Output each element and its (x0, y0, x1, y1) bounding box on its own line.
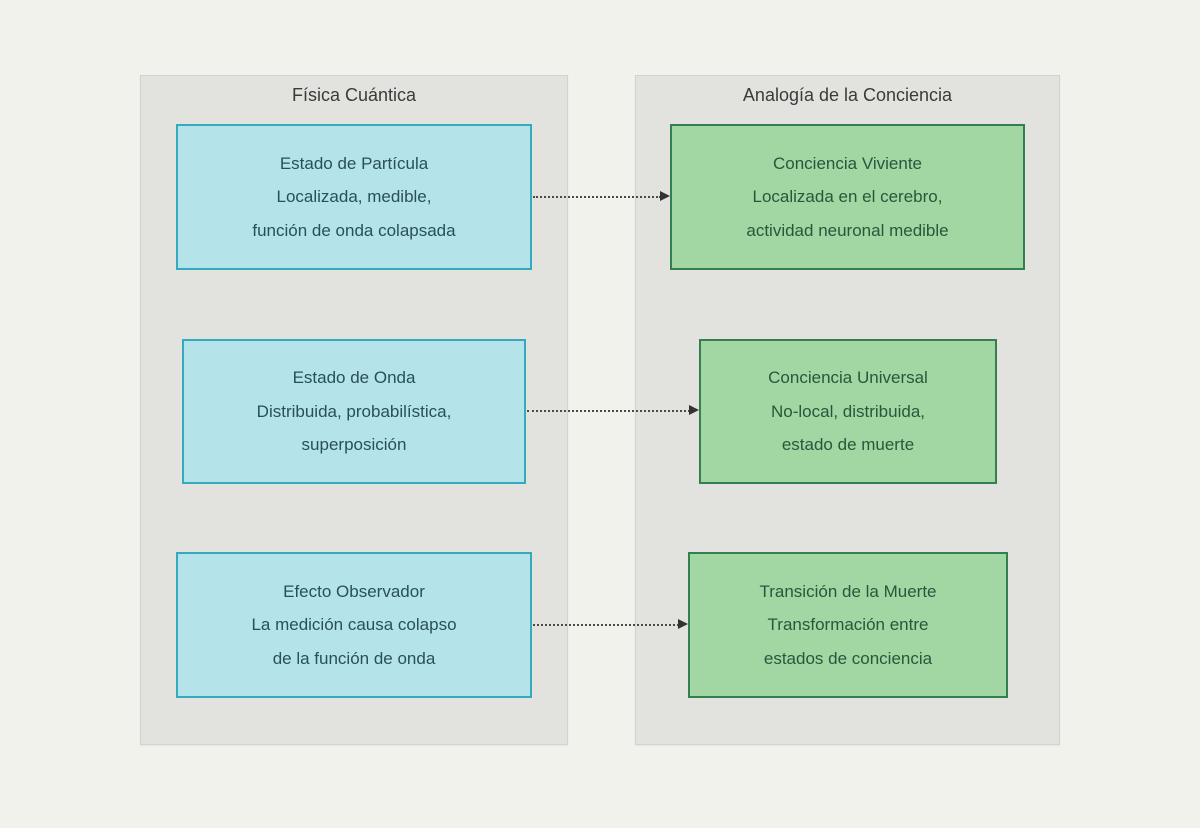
node-estado-de-onda: Estado de Onda Distribuida, probabilísti… (182, 339, 526, 484)
arrowhead-icon (660, 191, 670, 201)
node-line: Estado de Partícula (279, 153, 429, 173)
node-line: Transición de la Muerte (759, 581, 937, 601)
node-line: actividad neuronal medible (746, 220, 949, 240)
node-efecto-observador: Efecto Observador La medición causa cola… (176, 552, 532, 698)
group-title-fisica-cuantica: Física Cuántica (291, 85, 417, 105)
node-line: Localizada en el cerebro, (752, 187, 943, 207)
node-line: La medición causa colapso (251, 615, 457, 635)
node-conciencia-viviente: Conciencia Viviente Localizada en el cer… (670, 124, 1025, 270)
group-title-analogia-conciencia: Analogía de la Conciencia (742, 85, 953, 105)
node-line: Transformación entre (767, 615, 929, 635)
arrowhead-icon (678, 619, 688, 629)
node-estado-de-particula: Estado de Partícula Localizada, medible,… (176, 124, 532, 270)
node-line: Conciencia Universal (768, 368, 928, 388)
node-line: función de onda colapsada (252, 220, 456, 240)
arrow-dotted-line (533, 624, 679, 626)
node-line: Distribuida, probabilística, (256, 401, 452, 421)
node-line: de la función de onda (272, 648, 436, 668)
node-line: Estado de Onda (292, 368, 416, 388)
arrow-dotted-line (533, 196, 661, 198)
node-line: Efecto Observador (283, 581, 425, 601)
node-conciencia-universal: Conciencia Universal No-local, distribui… (699, 339, 997, 484)
node-line: Localizada, medible, (276, 187, 432, 207)
node-line: Conciencia Viviente (773, 153, 922, 173)
node-transicion-de-la-muerte: Transición de la Muerte Transformación e… (688, 552, 1008, 698)
node-line: estado de muerte (781, 435, 915, 455)
node-line: estados de conciencia (763, 648, 933, 668)
arrowhead-icon (689, 405, 699, 415)
node-line: superposición (301, 435, 407, 455)
arrow-dotted-line (527, 410, 690, 412)
node-line: No-local, distribuida, (770, 401, 925, 421)
